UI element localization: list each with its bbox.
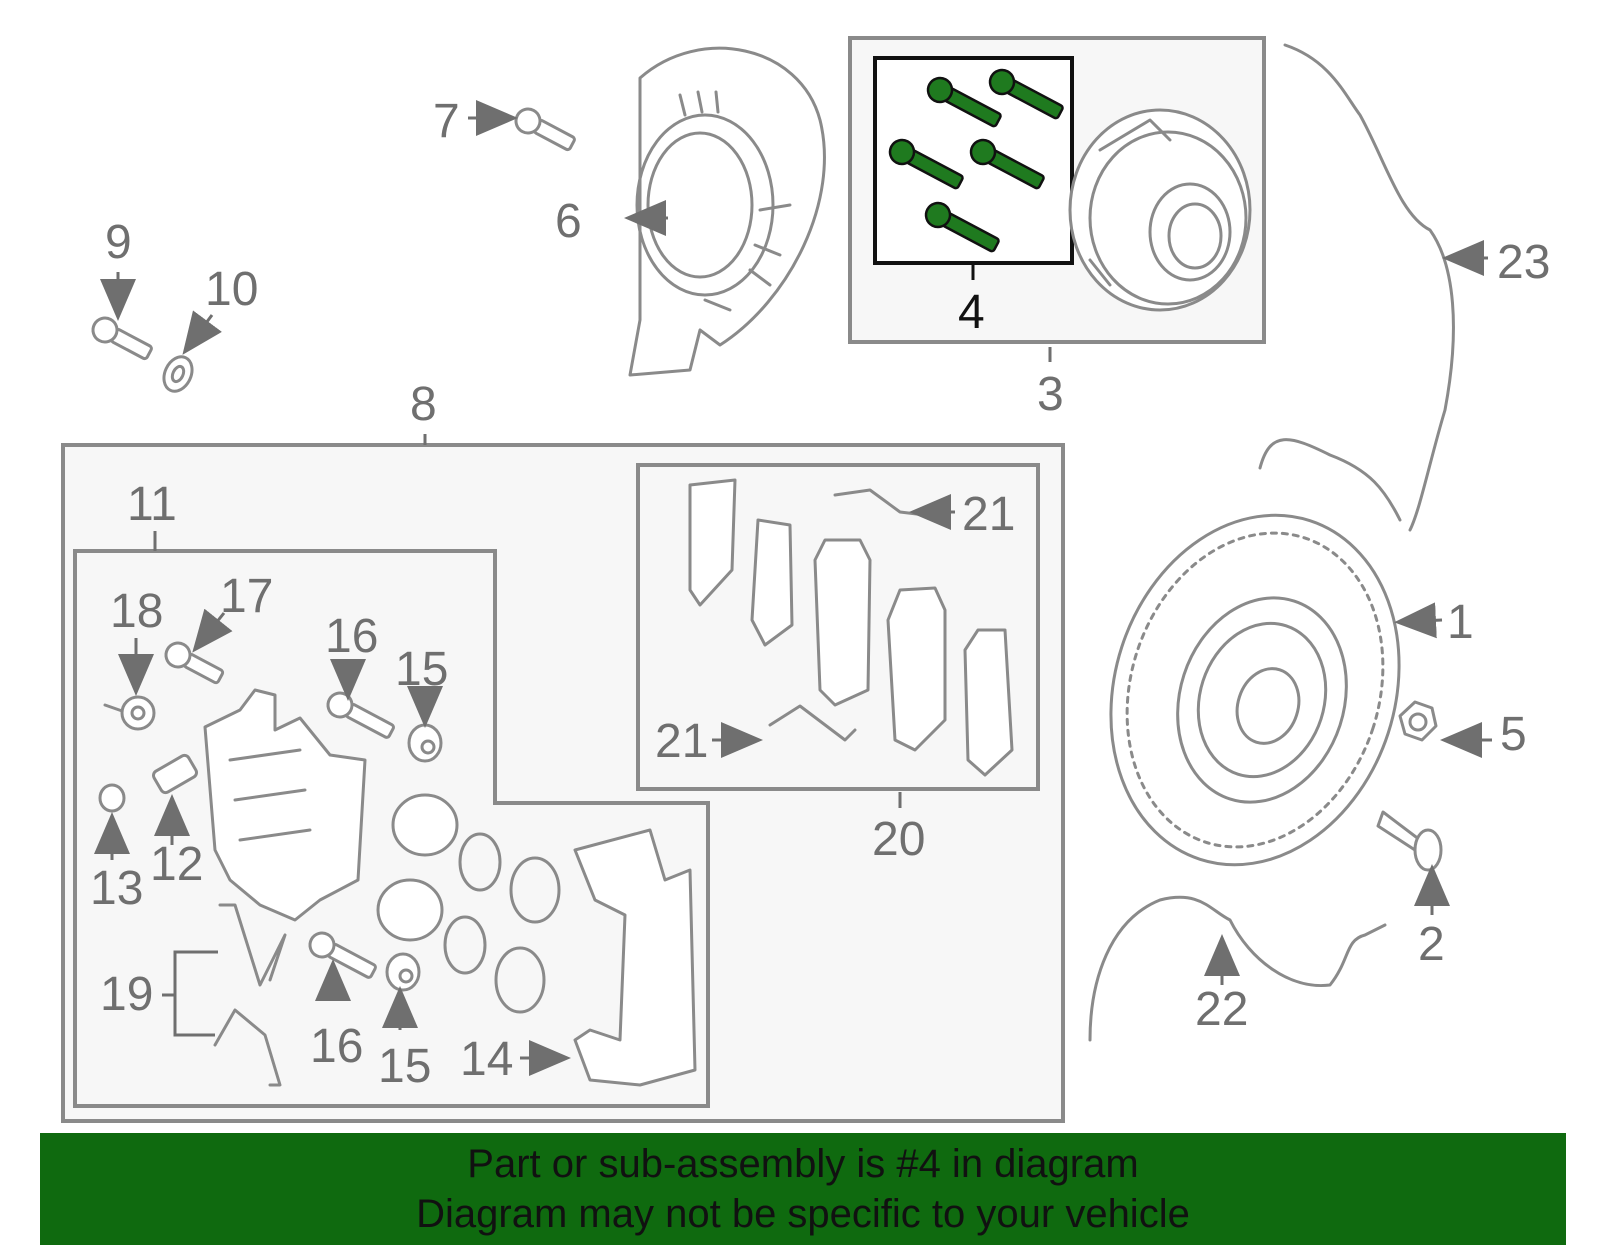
- caliper-bracket-14-icon: [573, 828, 697, 1087]
- callout-9: 9: [105, 216, 132, 269]
- leader-lines: [94, 100, 1492, 1076]
- sensor-harness-23-icon: [1258, 43, 1455, 532]
- callout-6: 6: [555, 195, 582, 248]
- guide-pin-12-icon: [152, 753, 198, 795]
- callout-4[interactable]: 4: [958, 286, 985, 339]
- cap-13-icon: [98, 783, 126, 813]
- brake-rotor-icon: [1109, 513, 1401, 867]
- callout-8: 8: [410, 378, 437, 431]
- callout-17: 17: [220, 570, 273, 623]
- hub-bolt-kit-highlight[interactable]: [873, 56, 1074, 280]
- brake-pads-icon: [688, 478, 1014, 777]
- banner-line-2: Diagram may not be specific to your vehi…: [416, 1192, 1190, 1236]
- washer-10-icon: [162, 355, 194, 393]
- callout-14: 14: [460, 1033, 513, 1086]
- callout-7: 7: [433, 95, 460, 148]
- callout-20: 20: [872, 813, 925, 866]
- info-banner: Part or sub-assembly is #4 in diagram Di…: [40, 1133, 1566, 1245]
- callout-3: 3: [1037, 368, 1064, 421]
- callout-11: 11: [127, 478, 177, 531]
- dust-shield-icon: [628, 46, 826, 377]
- callout-12: 12: [150, 838, 203, 891]
- brake-hose-22-icon: [1088, 895, 1387, 1042]
- callout-2: 2: [1418, 918, 1445, 971]
- callout-18: 18: [110, 585, 163, 638]
- callout-22: 22: [1195, 983, 1248, 1036]
- callout-1: 1: [1447, 596, 1474, 649]
- bolt-icon: [888, 68, 1064, 253]
- boot-15-upper-icon: [407, 723, 443, 763]
- spring-clip-19-icon: [213, 903, 287, 1087]
- caliper-icon: [203, 688, 561, 1014]
- bolt-2-icon: [1376, 810, 1443, 872]
- callout-10: 10: [205, 263, 258, 316]
- bolt-9-icon: [91, 316, 153, 361]
- callout-21-upper: 21: [962, 488, 1015, 541]
- bolt-16-lower-icon: [308, 931, 377, 979]
- bolt-7-icon: [514, 107, 576, 152]
- hub-bearing-icon: [1068, 108, 1252, 312]
- banner-line-1: Part or sub-assembly is #4 in diagram: [467, 1142, 1139, 1186]
- box-caliper-body: [73, 549, 710, 1108]
- callout-23: 23: [1497, 236, 1550, 289]
- bolt-17-icon: [164, 641, 225, 685]
- boot-15-lower-icon: [385, 952, 421, 992]
- bleeder-18-icon: [103, 695, 156, 731]
- callout-5: 5: [1500, 708, 1527, 761]
- callout-15-upper: 15: [395, 643, 448, 696]
- callout-19: 19: [100, 968, 153, 1021]
- callout-15-lower: 15: [378, 1040, 431, 1093]
- callout-16-lower: 16: [310, 1020, 363, 1073]
- callout-21-lower: 21: [655, 715, 708, 768]
- callout-13: 13: [90, 862, 143, 915]
- brake-assembly-diagram: 1 2 3 4 5 6 7 8 9 10 11 12 13 14 15 15 1…: [61, 36, 1550, 1123]
- nut-5-icon: [1398, 700, 1438, 742]
- callout-16-upper: 16: [325, 610, 378, 663]
